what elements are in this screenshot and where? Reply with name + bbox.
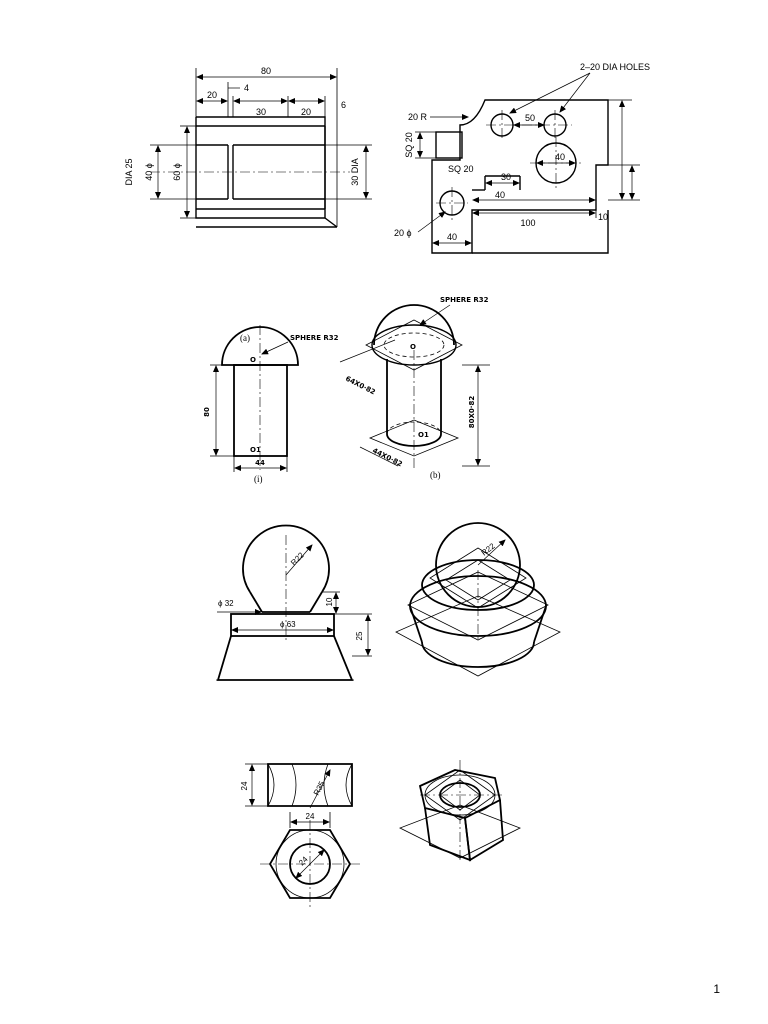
- fig2-big-hole: 40: [555, 152, 565, 162]
- fig2-small-hole: 20 ϕ: [394, 228, 412, 238]
- fig2-plate-drawing: 2–20 DIA HOLES 20 R 50 SQ 20 SQ 20 40 30…: [394, 62, 650, 254]
- fig5-height-24: 24: [240, 781, 249, 790]
- fig5-width-24: 24: [306, 812, 315, 821]
- fig1-dia-outer: 60 ϕ: [172, 163, 182, 181]
- fig2-sq-vertical: SQ 20: [404, 132, 414, 158]
- page-number: 1: [713, 982, 720, 996]
- fig2-hole-spacing: 50: [525, 113, 535, 123]
- fig2-step-40: 40: [495, 190, 505, 200]
- fig5-hex-nut-drawing: 24 R35 24 24: [240, 760, 521, 908]
- fig1-overall-length: 80: [261, 66, 271, 76]
- fig4-ball-base-drawing: R22 ϕ 32 ϕ 63 10 25 R22: [216, 522, 561, 681]
- fig1-mid-length: 30: [256, 107, 266, 117]
- fig2-radius: 20 R: [408, 112, 428, 122]
- fig3-sphere-note-right: SPHERE R32: [440, 296, 489, 304]
- fig3-iso-64: 64X0·82: [344, 375, 377, 397]
- fig2-step-30: 30: [501, 172, 511, 182]
- fig3-iso-o1: O1: [418, 431, 429, 439]
- fig3-label-a: (a): [240, 333, 250, 343]
- fig4-radius-left: R22: [289, 550, 306, 567]
- fig2-length-100: 100: [520, 218, 535, 228]
- fig1-right-length: 20: [301, 107, 311, 117]
- fig1-stepped-shaft-drawing: 80 20 4 30 20 6 DIA 25 40 ϕ 60 ϕ 30 DIA: [124, 66, 372, 228]
- fig3-caption-i: (i): [254, 474, 263, 484]
- fig1-dia-bore: DIA 25: [124, 158, 134, 185]
- fig1-dia-right: 30 DIA: [350, 158, 360, 186]
- fig3-iso-o: O: [410, 343, 416, 351]
- fig1-right-step: 6: [341, 100, 346, 110]
- fig3-sphere-note-left: SPHERE R32: [290, 334, 339, 342]
- fig3-center-o: O: [250, 356, 256, 364]
- fig1-dia-inner: 40 ϕ: [144, 163, 154, 181]
- fig3-round-head-pin-drawing: (a) SPHERE R32 O O1 80 44 (i) SPHERE R32…: [203, 296, 490, 484]
- fig4-dia-63: ϕ 63: [280, 620, 296, 629]
- fig3-center-o1: O1: [250, 446, 261, 454]
- fig3-height-80: 80: [203, 407, 211, 417]
- fig2-bottom-40: 40: [447, 232, 457, 242]
- fig3-width-44: 44: [255, 459, 265, 467]
- fig4-height-25: 25: [355, 631, 364, 640]
- fig4-dia-32: ϕ 32: [218, 599, 234, 608]
- fig4-height-10: 10: [325, 597, 334, 606]
- fig3-label-b: (b): [430, 470, 441, 480]
- fig1-step-left: 20: [207, 90, 217, 100]
- fig1-step-gap: 4: [244, 83, 249, 93]
- fig2-length-10: 10: [598, 212, 608, 222]
- fig3-iso-80: 80X0·82: [468, 396, 476, 429]
- fig2-sq-horizontal: SQ 20: [448, 164, 474, 174]
- fig2-holes-note: 2–20 DIA HOLES: [580, 62, 650, 72]
